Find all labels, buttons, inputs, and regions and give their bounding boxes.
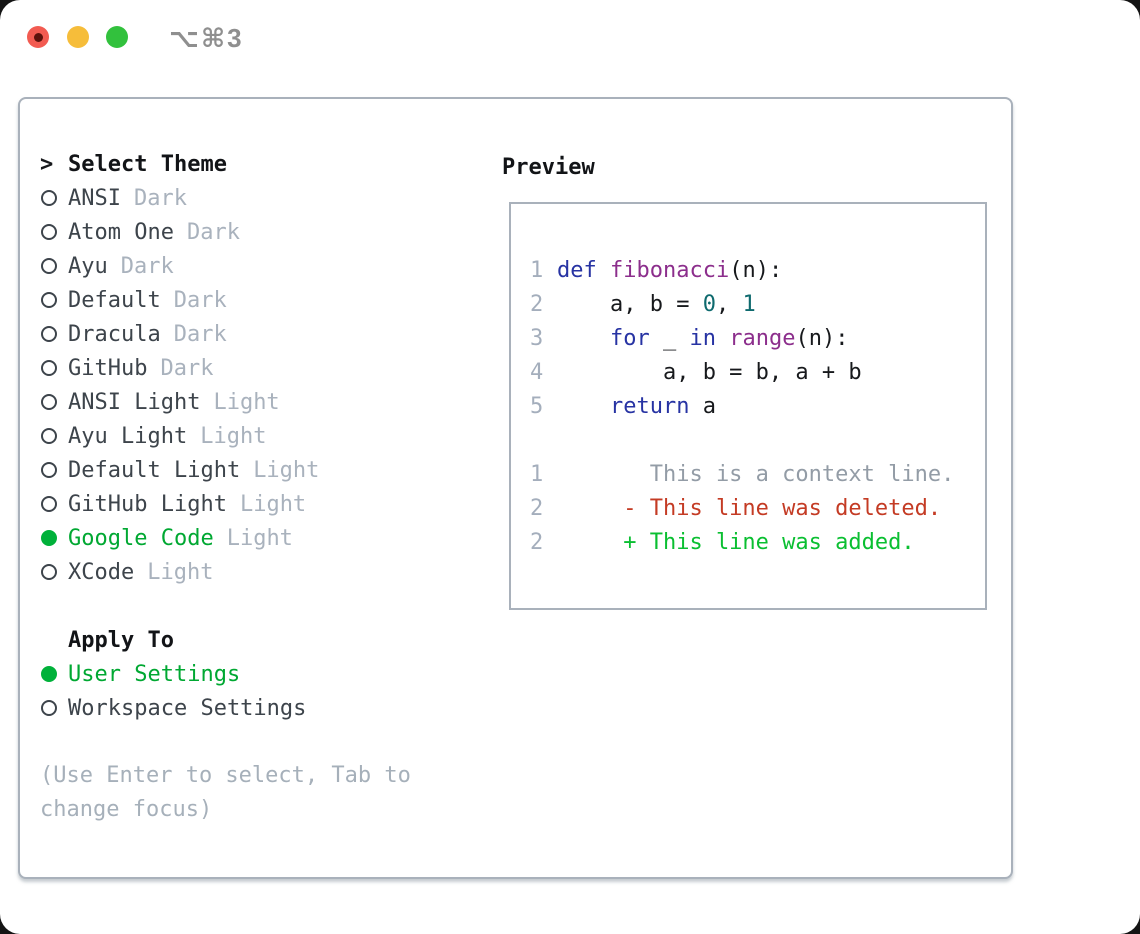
radio-unselected-icon [40,360,68,376]
theme-option-ansi-dark[interactable]: ANSI Dark [40,181,480,215]
radio-unselected-icon [40,292,68,308]
diff-added-line: 2 + This line was added. [530,529,915,555]
apply-to-title: Apply To [68,627,174,653]
theme-list-title: Select Theme [68,151,227,177]
apply-option-workspace-settings[interactable]: Workspace Settings [40,691,480,725]
theme-variant-tag: Dark [160,355,214,381]
theme-variant-tag: Dark [173,287,227,313]
help-text: (Use Enter to select, Tab to change focu… [40,759,480,827]
blank-line [530,423,985,457]
diff-deleted-line: 2 - This line was deleted. [530,495,942,521]
code-line-3: 3 for _ in range(n): [530,325,849,351]
radio-unselected-icon [40,224,68,240]
theme-option-ayu-light[interactable]: Ayu Light Light [40,419,480,453]
help-text-line2: change focus) [40,797,213,822]
help-text-line1: (Use Enter to select, Tab to [40,763,411,788]
apply-to-header: Apply To [40,623,480,657]
theme-variant-tag: Light [200,423,267,449]
radio-unselected-icon [40,700,68,716]
title-bar: ⌥⌘3 [0,0,1140,74]
cursor-arrow-icon: > [40,151,54,177]
code-line-5: 5 return a [530,393,716,419]
theme-option-xcode-light[interactable]: XCode Light [40,555,480,589]
diff-context-line: 1 This is a context line. [530,461,955,487]
theme-variant-tag: Dark [173,321,227,347]
theme-option-ansi-light[interactable]: ANSI Light Light [40,385,480,419]
code-line-4: 4 a, b = b, a + b [530,359,862,385]
radio-selected-icon [40,666,68,682]
theme-variant-tag: Dark [120,253,174,279]
line-number: 2 [530,291,544,317]
theme-picker-panel: > Select Theme ANSI Dark Atom One Dark A… [18,97,1013,879]
line-number: 5 [530,393,544,419]
preview-title: Preview [502,154,595,180]
radio-unselected-icon [40,462,68,478]
theme-option-default-dark[interactable]: Default Dark [40,283,480,317]
code-line-2: 2 a, b = 0, 1 [530,291,756,317]
radio-unselected-icon [40,428,68,444]
line-number: 2 [530,529,544,555]
theme-option-google-code-light[interactable]: Google Code Light [40,521,480,555]
radio-unselected-icon [40,258,68,274]
radio-unselected-icon [40,564,68,580]
radio-unselected-icon [40,394,68,410]
line-number: 4 [530,359,544,385]
window-title: ⌥⌘3 [169,23,244,53]
line-number: 3 [530,325,544,351]
radio-selected-icon [40,530,68,546]
theme-variant-tag: Dark [186,219,240,245]
theme-option-github-light[interactable]: GitHub Light Light [40,487,480,521]
close-button[interactable] [27,26,49,48]
unsaved-changes-dot-icon [33,32,43,42]
theme-variant-tag: Light [253,457,320,483]
radio-unselected-icon [40,326,68,342]
select-theme-header: > Select Theme [40,147,480,181]
theme-variant-tag: Light [226,525,293,551]
maximize-button[interactable] [106,26,128,48]
radio-unselected-icon [40,496,68,512]
theme-option-dracula-dark[interactable]: Dracula Dark [40,317,480,351]
theme-variant-tag: Light [239,491,307,517]
apply-to-section: Apply To User Settings Workspace Setting… [40,623,480,725]
line-number: 2 [530,495,544,521]
minimize-button[interactable] [67,26,89,48]
theme-option-default-light[interactable]: Default Light Light [40,453,480,487]
apply-option-user-settings[interactable]: User Settings [40,657,480,691]
theme-variant-tag: Light [147,559,214,585]
theme-variant-tag: Light [213,389,280,415]
theme-option-atom-one-dark[interactable]: Atom One Dark [40,215,480,249]
theme-option-github-dark[interactable]: GitHub Dark [40,351,480,385]
radio-unselected-icon [40,190,68,206]
theme-variant-tag: Dark [133,185,187,211]
theme-option-ayu-dark[interactable]: Ayu Dark [40,249,480,283]
line-number: 1 [530,257,544,283]
line-number: 1 [530,461,544,487]
theme-list: > Select Theme ANSI Dark Atom One Dark A… [40,147,480,827]
